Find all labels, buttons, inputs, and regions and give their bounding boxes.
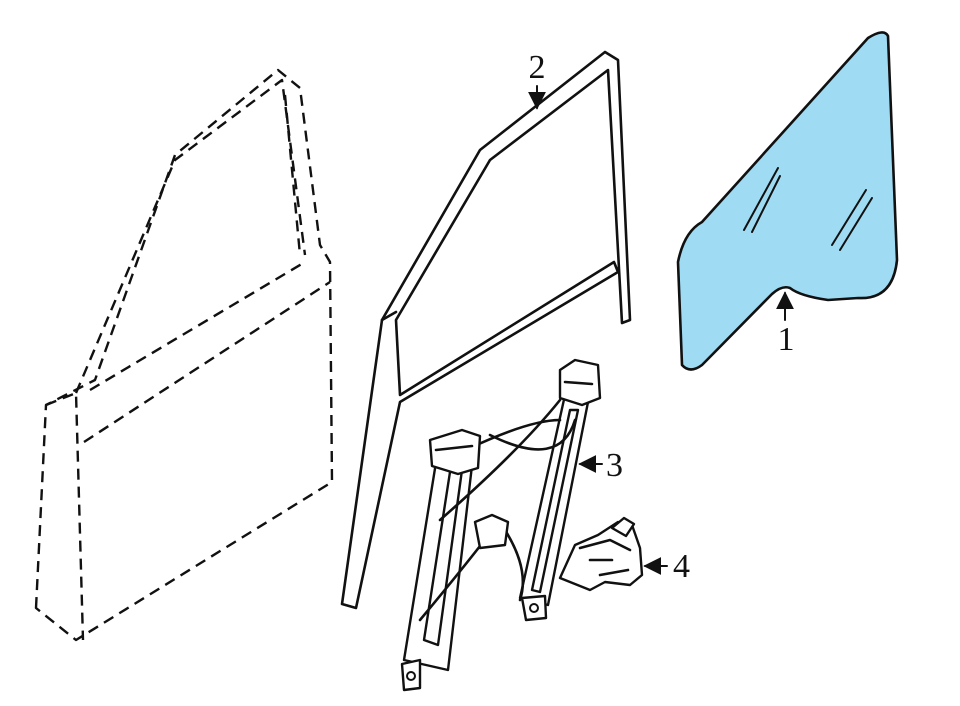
- callout-label-2: 2: [529, 49, 546, 86]
- callout-leaders: [528, 85, 794, 575]
- callout-label-3: 3: [606, 447, 623, 484]
- window-motor-part: [558, 516, 644, 592]
- door-shell-outline: [34, 68, 334, 642]
- door-glass-part: [676, 31, 899, 371]
- window-regulator-part: [400, 358, 602, 692]
- callout-label-1: 1: [778, 321, 795, 358]
- callout-label-4: 4: [673, 548, 690, 585]
